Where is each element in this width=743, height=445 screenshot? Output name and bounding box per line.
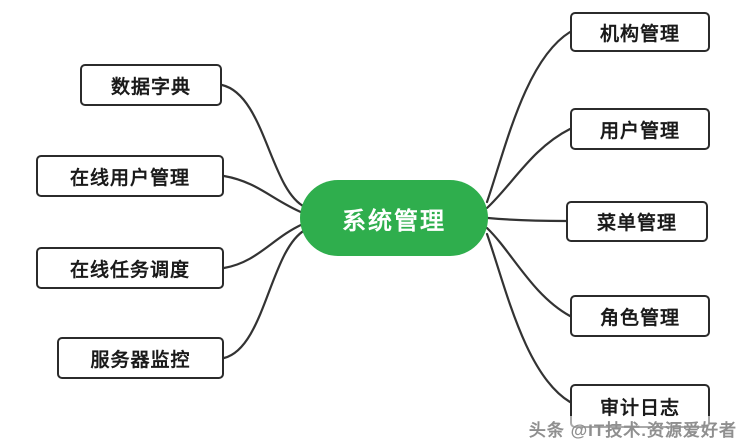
node-role-management: 角色管理 bbox=[570, 295, 710, 337]
node-user-management: 用户管理 bbox=[570, 108, 710, 150]
connector-role-management bbox=[485, 226, 572, 318]
watermark-text: 头条 @IT技术.资源爱好者 bbox=[524, 416, 737, 441]
connector-user-management bbox=[485, 127, 572, 210]
connector-server-monitoring bbox=[222, 228, 307, 360]
connector-organization-management bbox=[485, 30, 572, 204]
connector-online-task-scheduling bbox=[222, 222, 305, 270]
connector-online-user-management bbox=[222, 174, 305, 215]
node-menu-management: 菜单管理 bbox=[566, 201, 708, 242]
node-data-dictionary: 数据字典 bbox=[80, 64, 222, 106]
node-online-task-scheduling: 在线任务调度 bbox=[36, 247, 224, 289]
node-organization-management: 机构管理 bbox=[570, 12, 710, 52]
connector-audit-log bbox=[485, 232, 572, 404]
node-online-user-management: 在线用户管理 bbox=[36, 155, 224, 197]
center-node-system-management: 系统管理 bbox=[300, 180, 488, 256]
connector-menu-management bbox=[486, 216, 568, 223]
node-server-monitoring: 服务器监控 bbox=[57, 337, 224, 379]
connector-data-dictionary bbox=[220, 83, 307, 209]
